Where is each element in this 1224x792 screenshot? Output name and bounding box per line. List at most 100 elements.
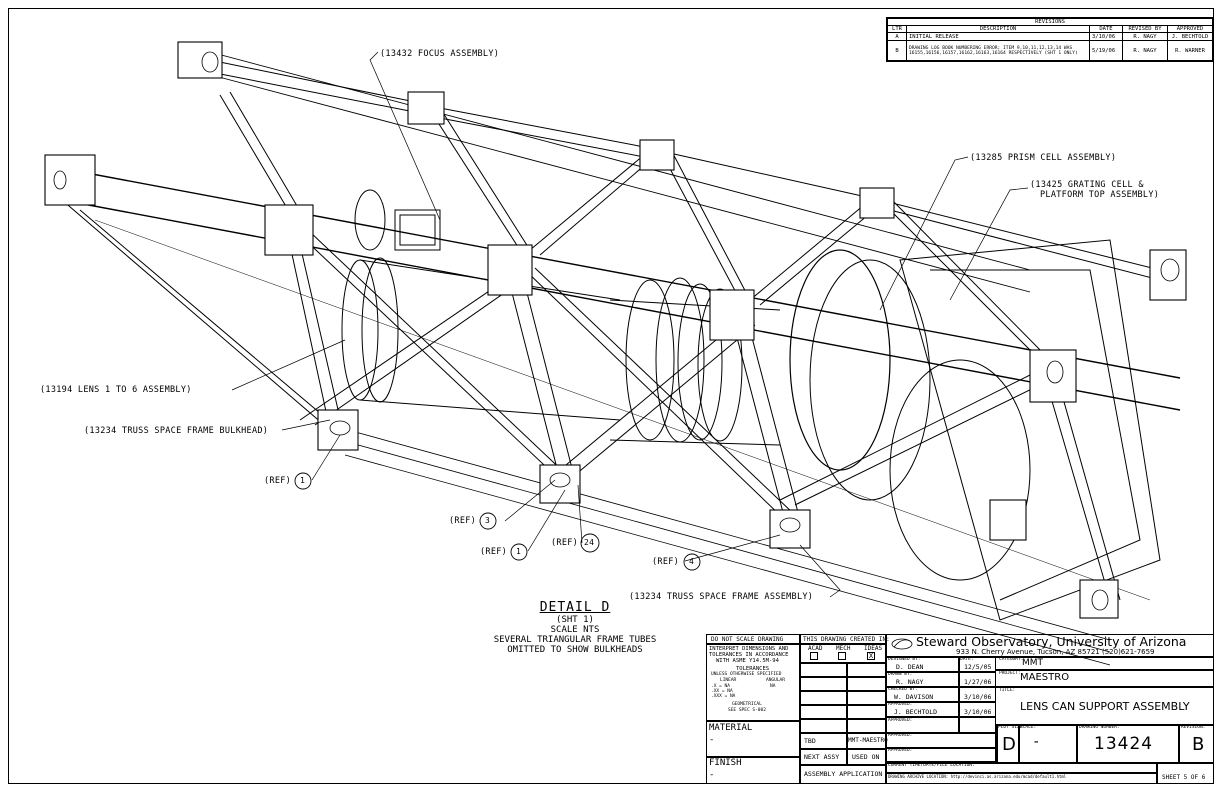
acad-checkbox [810, 652, 818, 660]
rev-b-approved: R. WARNER [1167, 40, 1213, 61]
tol-x: .X = NA [711, 684, 730, 689]
balloon-text-1: 1 [300, 476, 306, 485]
title-block: DO NOT SCALE DRAWING INTERPRET DIMENSION… [706, 634, 1214, 784]
plot-size-value: D [1002, 734, 1016, 755]
created-in: THIS DRAWING CREATED IN: [803, 636, 890, 643]
balloon-1b [510, 543, 528, 561]
tol-xxx: .XXX = NA [711, 694, 736, 699]
approved-label: APPROVED: [888, 702, 913, 707]
finish-value: - [709, 770, 715, 780]
detail-note-1: SEVERAL TRIANGULAR FRAME TUBES [493, 635, 657, 645]
callout-lens-assembly: (13194 LENS 1 TO 6 ASSEMBLY) [40, 385, 192, 395]
callout-grating-cell: (13425 GRATING CELL & [1030, 180, 1144, 190]
sheet-number: SHEET 5 OF 6 [1162, 774, 1206, 781]
checked-date: 3/10/06 [964, 693, 992, 701]
balloon-text-3: 3 [485, 516, 491, 525]
balloon-24 [580, 533, 600, 553]
material-label: MATERIAL [709, 723, 753, 733]
used-on-label: USED ON [852, 753, 880, 761]
mech-checkbox [838, 652, 846, 660]
balloon-text-1b: 1 [516, 547, 522, 556]
ref-label-4: (REF) [652, 557, 680, 567]
interpret-2: TOLERANCES IN ACCORDANCE [709, 652, 789, 658]
ref-label-24: (REF) [551, 538, 579, 548]
rev-b-desc: DRAWING LOG BOOK NUMBERING ERROR; ITEM 9… [906, 40, 1090, 61]
detail-sheet: (SHT 1) [556, 615, 594, 625]
tolerances-heading: TOLERANCES [736, 666, 770, 672]
finish-label: FINISH [709, 758, 742, 768]
drawn-by: R. NAGY [896, 678, 924, 686]
ref-label-1b: (REF) [480, 547, 508, 557]
interpret-1: INTERPRET DIMENSIONS AND [709, 646, 789, 652]
drawing-number: 13424 [1094, 734, 1154, 754]
see-spec: SEE SPEC S-002 [728, 708, 766, 713]
callout-prism-cell: (13285 PRISM CELL ASSEMBLY) [970, 153, 1117, 163]
detail-title: DETAIL D [539, 600, 611, 615]
checked-by: W. DAVISON [894, 693, 934, 701]
revision-value: B [1192, 734, 1205, 755]
current-time-label: CURRENT TIME/DATE/FILE LOCATION: [888, 763, 975, 768]
revisions-block: REVISIONS LTR DESCRIPTION DATE REVISED B… [886, 17, 1214, 62]
approved-label-3: APPROVED: [888, 733, 913, 738]
checked-by-label: CHECKED BY: [888, 687, 918, 692]
callout-frame-assembly: (13234 TRUSS SPACE FRAME ASSEMBLY) [629, 592, 814, 602]
mech-label: MECH [836, 645, 851, 652]
detail-scale: SCALE NTS [550, 625, 600, 635]
next-assy-value: MMT-MAESTRO [848, 737, 888, 744]
project-value: MAESTRO [1020, 672, 1070, 683]
callout-focus-assembly: (13432 FOCUS ASSEMBLY) [380, 49, 500, 59]
designed-date: 12/5/05 [964, 663, 992, 671]
balloon-3 [479, 512, 497, 530]
sheet-border [8, 8, 1214, 784]
approved-label-4: APPROVED: [888, 748, 913, 753]
tol-xx: .XX = NA [711, 689, 733, 694]
drawn-by-label: DRAWN BY: [888, 672, 913, 677]
ref-label-3: (REF) [449, 516, 477, 526]
acad-label: ACAD [808, 645, 823, 652]
geometrical: GEOMETRICAL [732, 702, 762, 707]
tol-ang: NA [770, 684, 776, 689]
interpret-3: WITH ASME Y14.5M-94 [716, 658, 779, 664]
callout-grating-cell-2: PLATFORM TOP ASSEMBLY) [1040, 190, 1160, 200]
revision-label: REVISION: [1181, 725, 1206, 730]
balloon-text-24: 24 [584, 538, 595, 547]
unless-specified: UNLESS OTHERWISE SPECIFIED [711, 672, 782, 677]
ref-label-1: (REF) [264, 476, 292, 486]
drawing-title: LENS CAN SUPPORT ASSEMBLY [1020, 700, 1190, 713]
approved-date: 3/10/06 [964, 708, 992, 716]
category-label: CATEGORY: [999, 657, 1024, 662]
drawing-number-label: DRAWING NUMBER: [1079, 725, 1120, 730]
category-value: MMT [1022, 658, 1044, 668]
detail-label: DETAIL D (SHT 1) SCALE NTS SEVERAL TRIAN… [450, 600, 700, 655]
project-label: PROJECT: [999, 671, 1021, 676]
designed-by-label: DESIGNED BY: [888, 657, 921, 662]
material-value: - [709, 735, 715, 745]
ideas-checkbox: X [867, 652, 875, 660]
linear-label: LINEAR [720, 678, 737, 683]
do-not-scale: DO NOT SCALE DRAWING [711, 636, 784, 643]
balloon-4 [683, 553, 701, 571]
balloon-text-4: 4 [689, 557, 695, 566]
ideas-label: IDEAS [864, 645, 883, 652]
signoff-grid [886, 656, 996, 762]
org-name: Steward Observatory, University of Arizo… [916, 634, 1187, 649]
tbd-value: TBD [804, 737, 816, 745]
tolerance-column [706, 634, 800, 784]
next-assy-label: NEXT ASSY [804, 753, 840, 761]
approved-by: J. BECHTOLD [894, 708, 938, 716]
date-label: DATE: [960, 657, 974, 662]
created-in-column [800, 634, 886, 784]
detail-note-2: OMITTED TO SHOW BULKHEADS [507, 645, 643, 655]
approved-label-2: APPROVED: [888, 718, 913, 723]
designed-by: D. DEAN [896, 663, 924, 671]
plot-size-label: PLOT SIZE [998, 725, 1023, 730]
steward-logo-icon [891, 638, 913, 650]
title-label: TITLE: [999, 688, 1016, 693]
org-address: 933 N. Cherry Avenue, Tucson, AZ 85721 (… [956, 648, 1155, 656]
scale-label: SCALE: [1020, 725, 1037, 730]
assembly-application: ASSEMBLY APPLICATION [804, 770, 883, 778]
scale-value: - [1032, 734, 1041, 750]
balloon-1a [294, 472, 312, 490]
